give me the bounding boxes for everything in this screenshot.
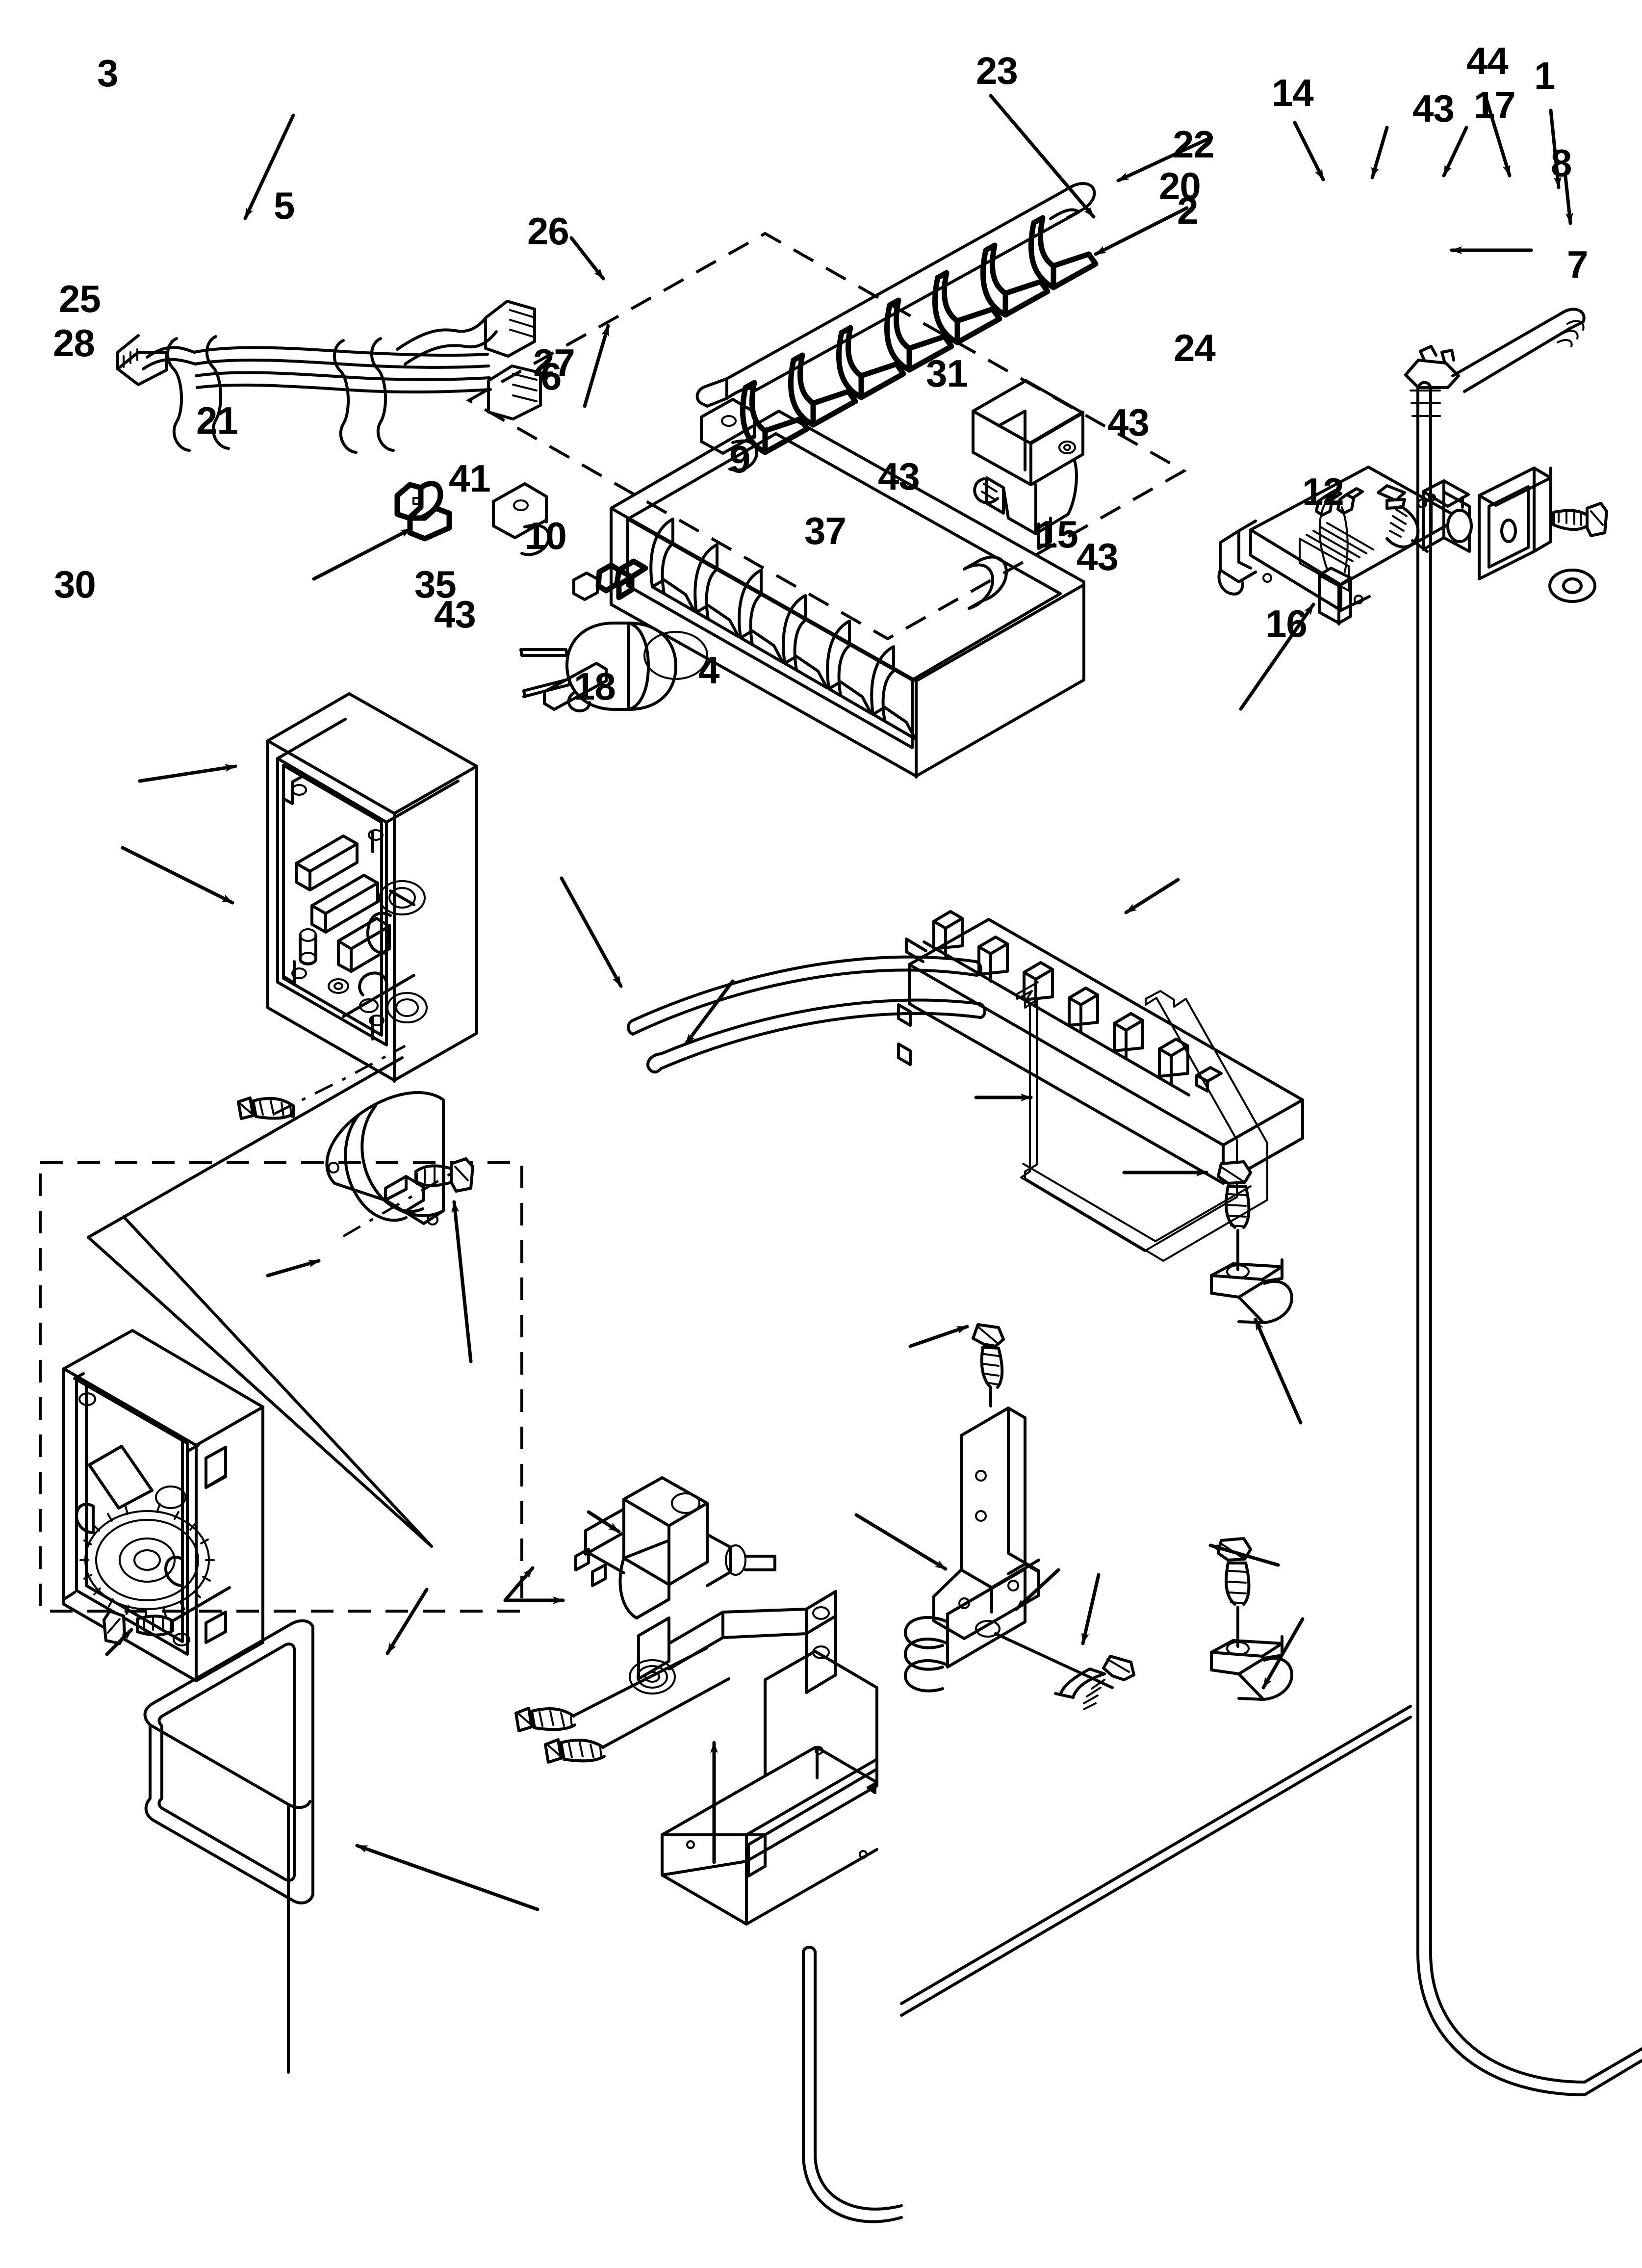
callout-2: 2 [1177,189,1198,232]
part-motor-assembly [62,1329,429,1682]
part-water-valve [574,1476,837,1694]
part-water-tube-6 [560,876,982,1036]
callout-43-e: 43 [434,593,476,636]
part-ice-stripper [897,878,1304,1185]
group-35-motor-assembly [39,1056,523,1613]
callout-28: 28 [53,321,95,365]
part-insulation-pad [143,1619,539,2074]
part-motor-cover [266,1091,452,1277]
callout-6: 6 [540,355,562,398]
part-valve-bracket [661,1650,878,1926]
part-screw-43-clip15 [1054,1573,1135,1710]
callout-15: 15 [1036,513,1078,556]
part-housing-25 [138,692,478,1083]
part-wiring-harness [116,113,542,454]
tube-fitting [1404,308,1586,417]
part-tubing-clip-15 [904,1567,1114,1693]
callout-1: 1 [1534,54,1555,97]
callout-22: 22 [1173,123,1215,166]
callout-43-c: 43 [878,455,920,498]
callout-37: 37 [804,509,847,552]
callout-16: 16 [1265,602,1308,645]
callout-27: 27 [533,341,575,384]
callout-17: 17 [1474,83,1516,127]
part-screws-43-valve [503,1566,730,1764]
callout-31: 31 [926,352,968,395]
callout-25: 25 [59,277,101,320]
part-water-tube-9 [646,979,986,1074]
callout-5: 5 [274,184,295,227]
callout-43-a: 43 [1412,87,1455,130]
tube-stub [802,1705,1412,2223]
callout-9: 9 [729,438,750,481]
callout-24: 24 [1174,326,1216,369]
part-screw-41 [414,1157,474,1363]
part-ice-mold [465,206,1189,779]
callout-44: 44 [1466,39,1509,82]
callout-30: 30 [54,563,96,606]
callout-4: 4 [698,649,719,692]
callout-23: 23 [976,49,1018,92]
part-screw-1 [1549,108,1608,537]
part-shutoff-arm [974,981,1268,1262]
part-water-tubing [1416,246,1642,2096]
part-motor-27 [519,324,677,711]
callout-7: 7 [1567,243,1588,286]
callout-43-b: 43 [1107,401,1150,444]
callout-35: 35 [414,563,457,606]
part-screw-30 [103,1586,231,1656]
part-thermal-cutoff [1239,487,1364,711]
callout-43-d: 43 [1077,535,1119,578]
part-module-44 [1478,96,1552,580]
callout-21: 21 [196,399,238,442]
callout-12: 12 [1302,470,1344,513]
callout-3: 3 [97,52,118,95]
callout-14: 14 [1272,71,1314,114]
part-ejector-arm [695,94,1099,455]
part-washer [1548,175,1596,603]
callout-10: 10 [525,514,567,557]
part-tubing-clamp-12 [1122,1160,1303,1425]
callout-8: 8 [1551,141,1572,184]
callout-26: 26 [527,209,569,253]
part-bracket-37 [854,1407,1040,1640]
part-fill-cup [972,135,1213,550]
callout-20: 20 [1159,164,1201,208]
part-clip-5 [312,481,452,581]
part-screw-43-bracket [908,1323,1005,1408]
part-screw-28 [121,846,406,1120]
callout-41: 41 [449,457,491,500]
part-clip-26 [569,236,648,601]
callout-18: 18 [574,665,616,708]
part-tubing-clamp-16 [1208,1537,1305,1701]
